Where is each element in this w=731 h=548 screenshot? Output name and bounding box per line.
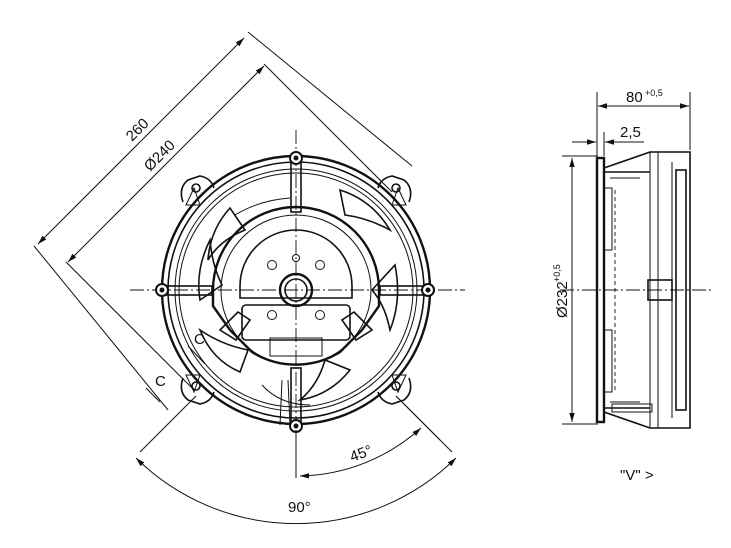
section-label-inner: C: [194, 331, 205, 348]
mounting-lug-bottom-right: [377, 374, 412, 405]
depth-tolerance: +0,5: [645, 88, 663, 98]
angle-90-dimension: 90°: [135, 395, 457, 524]
diameter-232-value: Ø232: [554, 281, 571, 318]
angle-45-label: 45°: [348, 442, 375, 466]
view-label: "V" >: [620, 467, 654, 484]
dimension-260-label: 260: [123, 115, 153, 145]
side-view: 80 +0,5 2,5 Ø232 +0,5 "V" >: [552, 88, 712, 484]
dimension-depth-80: 80 +0,5: [596, 88, 691, 156]
section-mark-inner: C: [187, 331, 206, 365]
dimension-flange-2-5: 2,5: [572, 124, 644, 156]
section-label-outer: C: [155, 373, 166, 390]
dimension-diameter-240-label: Ø240: [141, 137, 179, 175]
front-view: C C 260 Ø240 45°: [33, 31, 465, 524]
mounting-lug-bottom-left: [180, 374, 215, 405]
side-housing: [595, 151, 691, 429]
dimension-diameter-232: Ø232 +0,5: [552, 155, 598, 425]
angle-45-dimension: 45°: [295, 395, 441, 479]
fixing-screws: [155, 151, 435, 433]
mounting-lug-top-right: [377, 175, 412, 206]
section-mark-outer: C: [145, 373, 166, 403]
dimension-diameter-240: Ø240: [65, 63, 393, 391]
dimension-260: 260: [33, 31, 413, 411]
flange-value: 2,5: [620, 124, 641, 141]
diameter-232-tolerance: +0,5: [552, 264, 562, 282]
cable-outlet: [279, 379, 291, 426]
depth-value: 80: [626, 89, 643, 106]
angle-90-label: 90°: [288, 499, 311, 516]
